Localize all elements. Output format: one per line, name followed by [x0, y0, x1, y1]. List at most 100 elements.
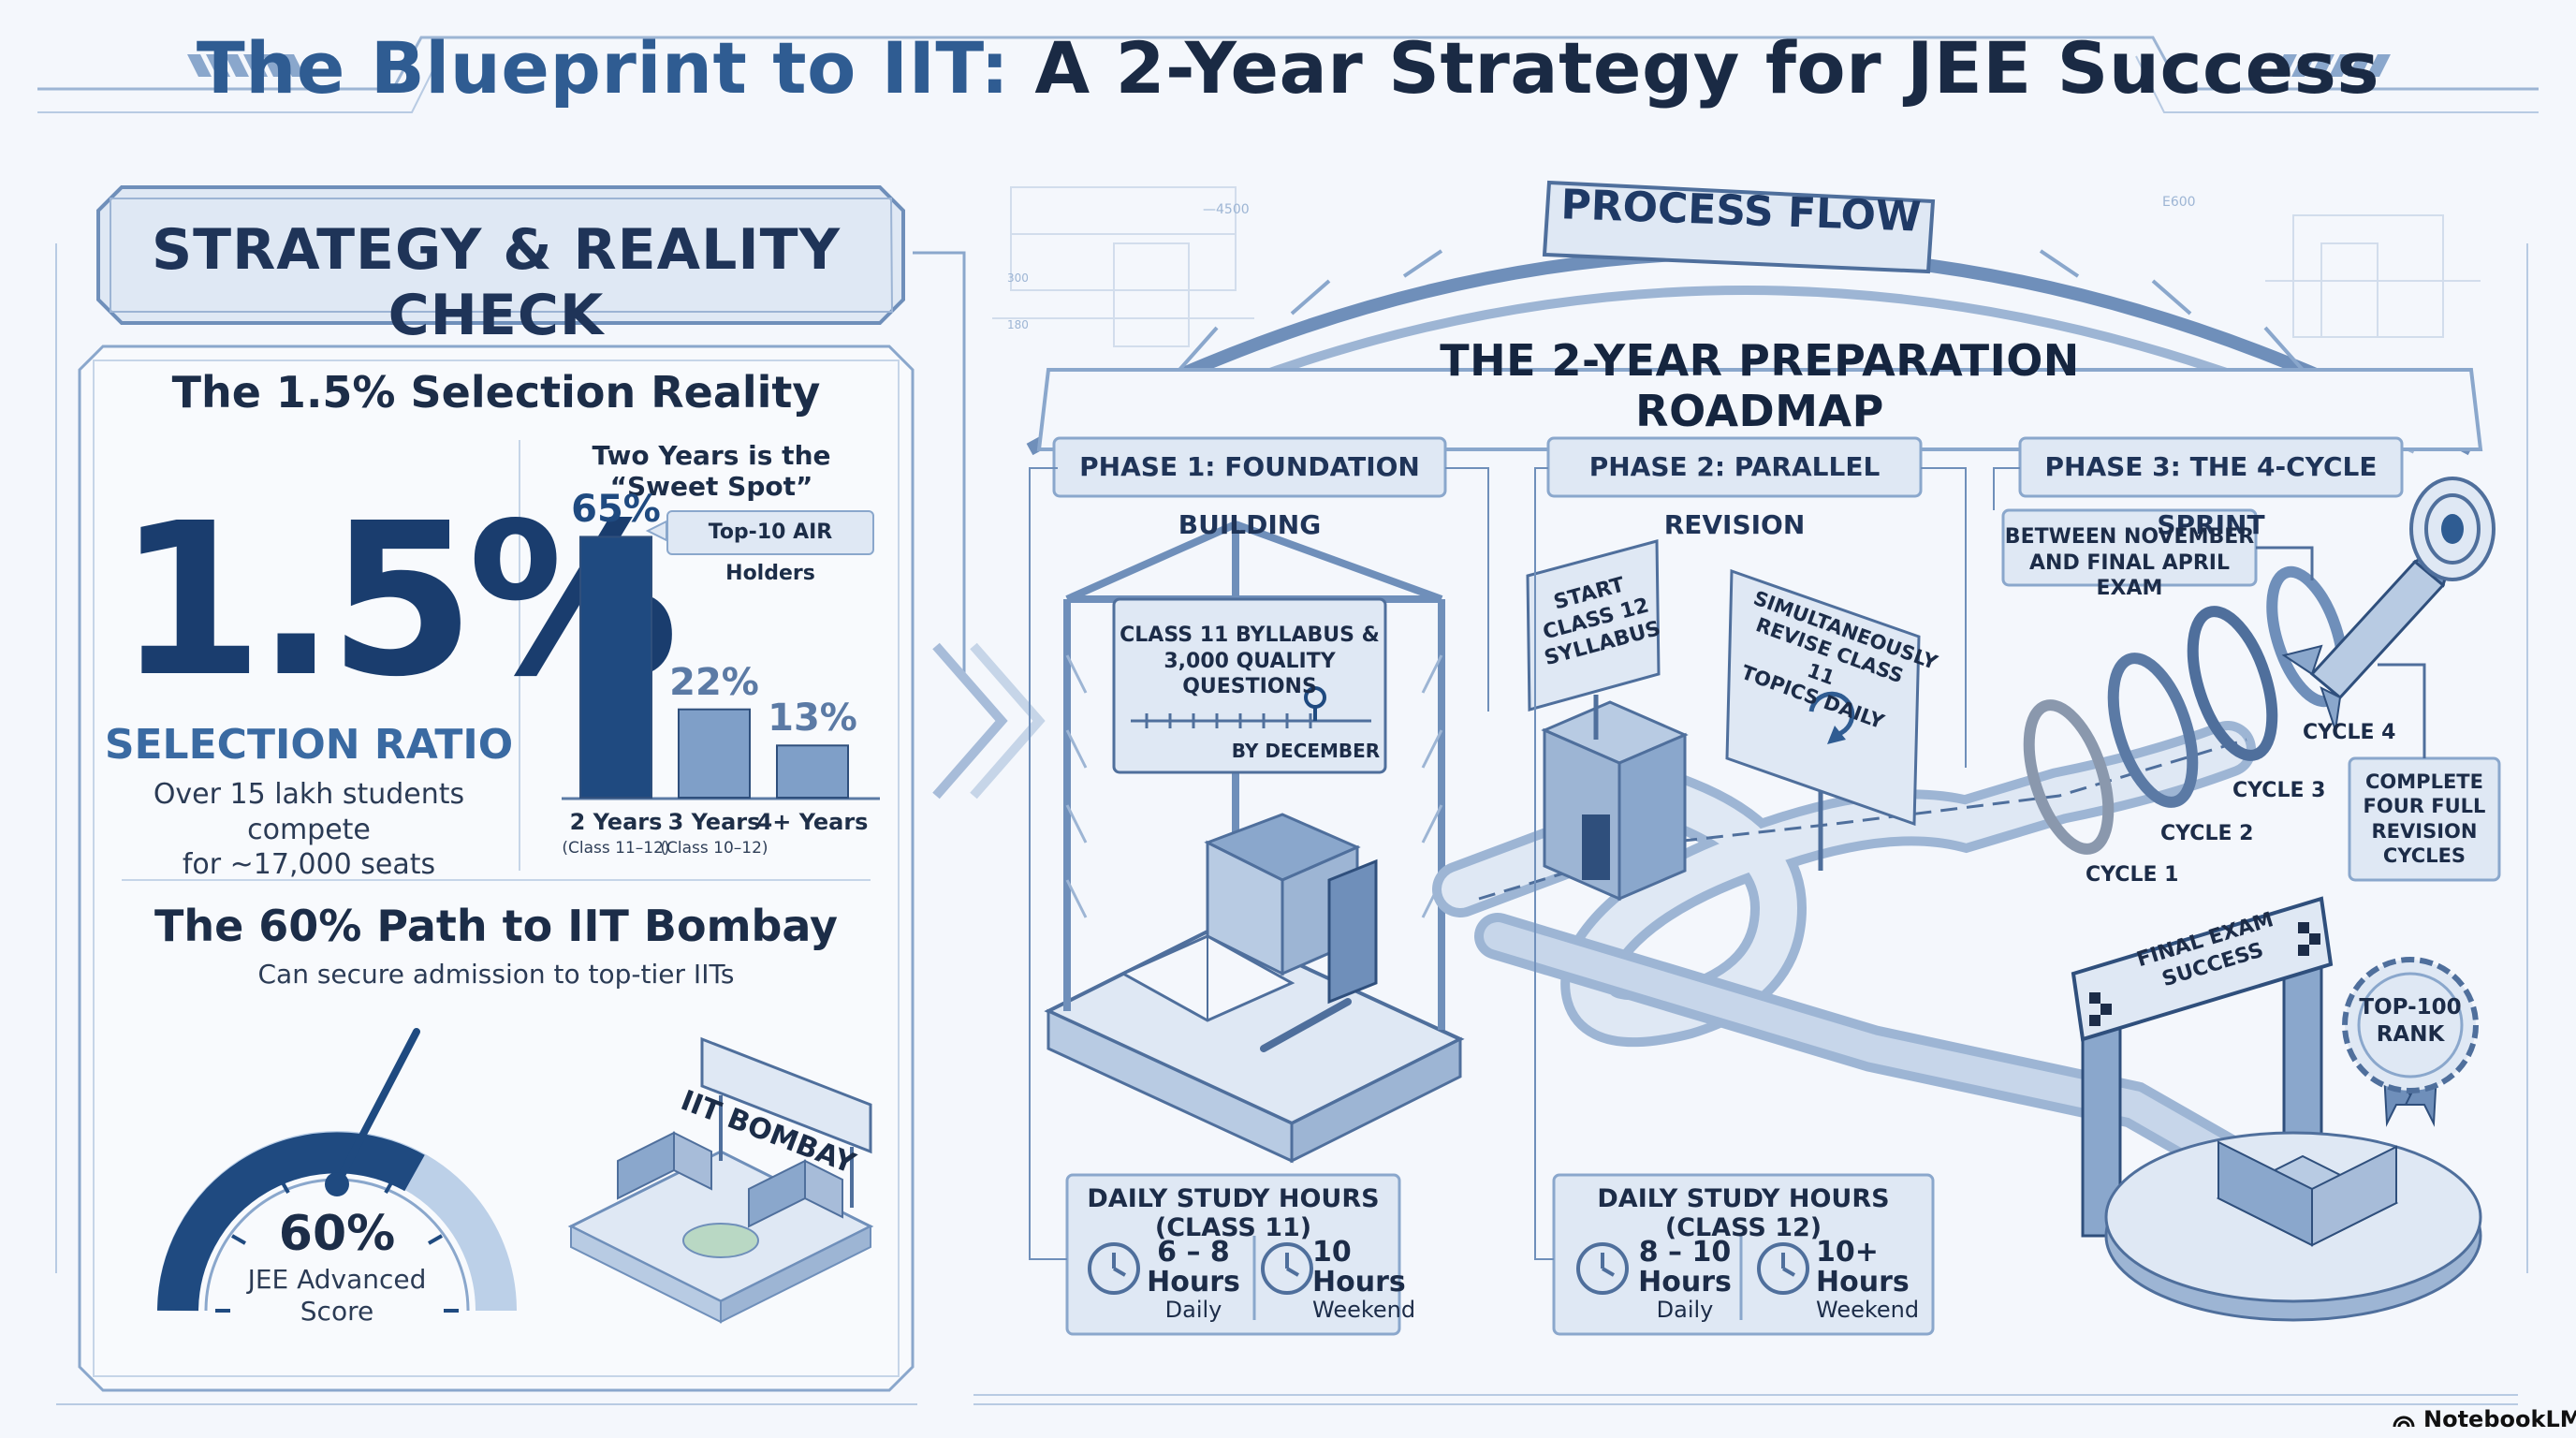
- roadmap-title: THE 2-YEAR PREPARATION ROADMAP: [1440, 335, 2080, 436]
- main-title: The Blueprint to IIT: A 2-Year Strategy …: [0, 26, 2576, 110]
- bar-chart: [562, 536, 880, 800]
- bar-value-3: 13%: [768, 697, 857, 741]
- finish-gate: [2071, 896, 2334, 1238]
- revision-rings: [2023, 565, 2349, 855]
- annotation-pointer: [645, 520, 667, 542]
- selection-title: The 1.5% Selection Reality: [171, 367, 821, 418]
- cycle-1-label: CYCLE 1: [2086, 863, 2179, 887]
- bar-category-2: 3 Years: [667, 809, 761, 835]
- phase3-box-line2: AND FINAL APRIL EXAM: [2029, 550, 2230, 601]
- bombay-subtitle: Can secure admission to top-tier IITs: [257, 959, 735, 990]
- complete-cycles-line1: COMPLETE: [2365, 770, 2483, 793]
- phase2-sign-start: [1526, 539, 1661, 712]
- blueprint-mark-3: 300: [1007, 271, 1029, 285]
- selection-ratio-label: SELECTION RATIO: [104, 721, 514, 769]
- title-part-2: A 2-Year Strategy for JEE Success: [1034, 26, 2380, 110]
- study11-weekend-label: Weekend: [1312, 1297, 1416, 1323]
- rank-badge-text: TOP-100 RANK: [2349, 994, 2471, 1049]
- cycle-4-label: CYCLE 4: [2303, 721, 2396, 744]
- phase2-label: PHASE 2: PARALLEL REVISION: [1588, 451, 1881, 540]
- study12-weekend-label: Weekend: [1816, 1297, 1920, 1323]
- selection-subtitle-line2: for ~17,000 seats: [182, 848, 436, 881]
- chart-annotation: Top-10 AIR Holders: [708, 521, 833, 585]
- chart-title: Two Years is the “Sweet Spot”: [592, 440, 831, 502]
- selection-subtitle-line1: Over 15 lakh students compete: [153, 778, 465, 846]
- cycle-2-label: CYCLE 2: [2160, 822, 2254, 845]
- phase1-box-line2: 3,000 QUALITY QUESTIONS: [1164, 649, 1336, 699]
- complete-cycles-line3: REVISION: [2371, 819, 2478, 843]
- campus-sign-board: [700, 1036, 872, 1154]
- strategy-badge-shape: [96, 185, 905, 325]
- iit-campus-disc: [2104, 1131, 2482, 1322]
- flow-arrow-path: [1478, 738, 2247, 901]
- notebooklm-logo: NotebookLM: [2392, 1406, 2576, 1432]
- study11-daily-label: Daily: [1164, 1297, 1222, 1323]
- blueprint-mark-4: 180: [1007, 318, 1029, 331]
- tunnel-gate: [1541, 700, 1689, 902]
- gauge-label: JEE Advanced Score: [225, 1264, 449, 1327]
- study12-weekend-value: 10+: [1816, 1236, 1879, 1269]
- gauge-needle: [333, 1028, 420, 1188]
- roadmap-banner: [1036, 368, 2483, 451]
- bar-category-1: 2 Years: [569, 809, 663, 835]
- study12-box: [1552, 1173, 1935, 1336]
- bar-3: [776, 744, 849, 799]
- chevron-arrow: [932, 642, 1008, 800]
- study11-weekend-value: 10: [1312, 1236, 1352, 1269]
- target-icon: [2409, 477, 2496, 581]
- chart-annotation-badge: Top-10 AIR Holders: [666, 510, 874, 585]
- study12-daily-value: 8 – 10: [1638, 1236, 1732, 1269]
- corner-stripes-left: [187, 54, 305, 77]
- process-flow-plaque: [1542, 180, 1936, 274]
- left-panel-border: [78, 345, 915, 1392]
- bar-labels: 65%2 Years(Class 11–12)22%3 Years(Class …: [534, 487, 889, 880]
- phase1-box-line1: CLASS 11 BYLLABUS &: [1120, 624, 1380, 647]
- gauge-label-line2: Score: [300, 1295, 374, 1327]
- phase1-box-text: CLASS 11 BYLLABUS & 3,000 QUALITY QUESTI…: [1119, 623, 1381, 700]
- left-panel-frame: [78, 185, 1046, 1392]
- study11-title: DAILY STUDY HOURS (CLASS 11): [1087, 1184, 1380, 1242]
- phase1-deadline: BY DECEMBER: [1231, 740, 1381, 762]
- bombay-title: The 60% Path to IIT Bombay: [154, 901, 839, 951]
- bar-value-1: 65%: [571, 488, 661, 532]
- title-part-1: The Blueprint to IIT:: [196, 26, 1010, 110]
- rank-badge-icon: [2342, 957, 2479, 1127]
- complete-cycles-text: COMPLETE FOUR FULL REVISION CYCLES: [2349, 770, 2499, 868]
- gauge-fill-arc: [157, 1132, 425, 1312]
- blueprint-mark-2: E600: [2162, 195, 2196, 210]
- study11-weekend-unit: Hours: [1312, 1265, 1406, 1299]
- gauge-value: 60%: [278, 1206, 396, 1262]
- study12-daily-label: Daily: [1656, 1297, 1714, 1323]
- study11-daily: 6 – 8 Hours Daily: [1142, 1238, 1245, 1323]
- strategy-badge: STRATEGY & REALITY CHECK: [151, 217, 842, 348]
- blueprint-sketch: [992, 186, 2481, 347]
- complete-cycles-line4: CYCLES: [2382, 844, 2466, 867]
- score-gauge: [157, 1028, 517, 1313]
- complete-cycles-line2: FOUR FULL: [2363, 795, 2486, 818]
- bar-category-sub-1: (Class 11–12): [562, 839, 670, 858]
- bar-value-2: 22%: [669, 660, 759, 704]
- pencil: [1260, 998, 1352, 1052]
- bar-1: [579, 536, 652, 800]
- study12-daily-unit: Hours: [1638, 1265, 1732, 1299]
- notebooklm-label: NotebookLM: [2423, 1406, 2576, 1432]
- blueprint-mark-1: —4500: [1203, 202, 1250, 217]
- cycle-3-label: CYCLE 3: [2232, 779, 2326, 802]
- study11-weekend: 10 Hours Weekend: [1312, 1236, 1416, 1323]
- revise-cycle-icon: [1808, 691, 1855, 738]
- study11-daily-unit: Hours: [1147, 1265, 1240, 1299]
- phase1-label: PHASE 1: FOUNDATION BUILDING: [1079, 451, 1420, 540]
- notebooklm-icon: [2393, 1416, 2415, 1428]
- selection-subtitle: Over 15 lakh students compete for ~17,00…: [112, 777, 505, 883]
- study11-box: [1065, 1173, 1401, 1336]
- study12-daily: 8 – 10 Hours Daily: [1633, 1238, 1736, 1323]
- study12-weekend: 10+ Hours Weekend: [1816, 1238, 1924, 1323]
- iit-bombay-campus: [567, 1036, 874, 1324]
- study12-title: DAILY STUDY HOURS (CLASS 12): [1597, 1184, 1890, 1242]
- bar-category-3: 4+ Years: [756, 809, 869, 835]
- notebook: [1327, 858, 1378, 1005]
- corner-stripes-right: [2273, 54, 2391, 77]
- clock-icons: [1088, 1242, 1809, 1295]
